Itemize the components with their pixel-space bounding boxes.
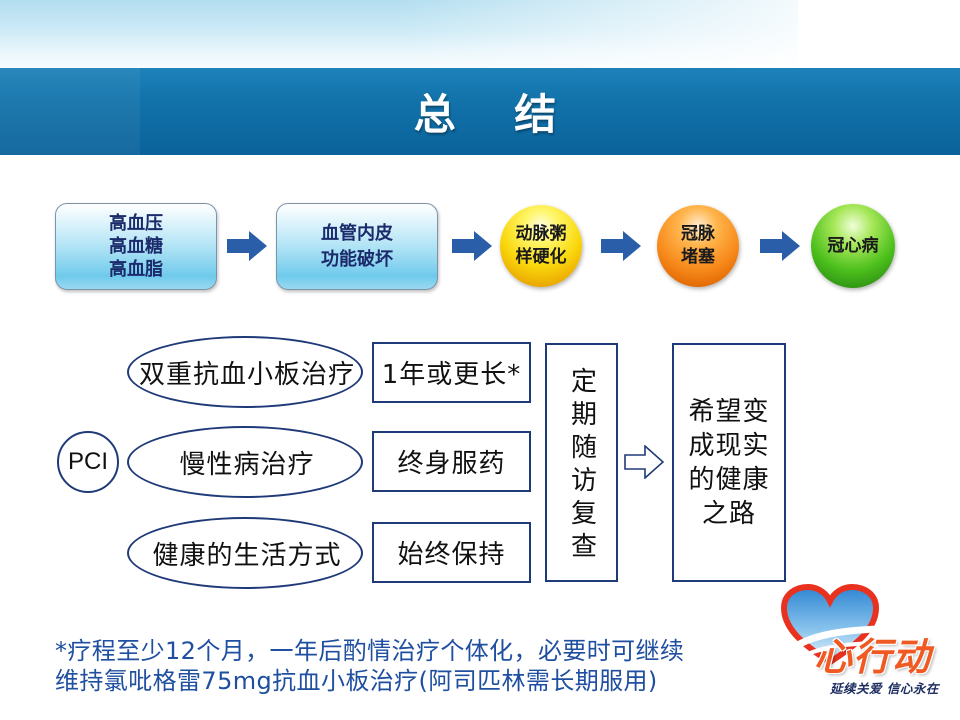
footnote-line: 维持氯吡格雷75mg抗血小板治疗(阿司匹林需长期服用) xyxy=(55,667,658,695)
flow-box-line: 高血压 xyxy=(109,213,163,234)
orb-coronary-blockage: 冠脉 堵塞 xyxy=(657,205,739,287)
flow-box-risk-factors: 高血压 高血糖 高血脂 xyxy=(55,203,217,290)
orb-coronary-heart-disease: 冠心病 xyxy=(811,204,895,288)
hollow-right-arrow-icon xyxy=(624,445,664,479)
treatment-ellipse-lifestyle: 健康的生活方式 xyxy=(127,517,363,589)
title-bar-accent xyxy=(0,68,140,155)
logo: 心行动 延续关爱 信心永在 xyxy=(770,582,950,702)
flow-box-line: 血管内皮 xyxy=(321,222,393,244)
right-arrow-icon xyxy=(601,231,641,261)
right-arrow-icon xyxy=(452,231,492,261)
treatment-ellipse-dual-antiplatelet: 双重抗血小板治疗 xyxy=(127,336,363,408)
header-gradient-band xyxy=(0,0,798,68)
orb-atherosclerosis: 动脉粥 样硬化 xyxy=(500,205,582,287)
right-arrow-icon xyxy=(760,231,800,261)
pci-circle: PCI xyxy=(57,431,119,493)
orb-line: 堵塞 xyxy=(681,247,715,267)
right-arrow-icon xyxy=(227,231,267,261)
goal-box: 希望变 成现实 的健康 之路 xyxy=(672,343,786,582)
footnote: *疗程至少12个月，一年后酌情治疗个体化，必要时可继续 维持氯吡格雷75mg抗血… xyxy=(55,636,735,696)
followup-label: 定期随访复查 xyxy=(566,367,597,565)
followup-box: 定期随访复查 xyxy=(545,343,618,582)
flow-box-endothelial-damage: 血管内皮 功能破坏 xyxy=(276,203,438,290)
goal-line: 希望变 xyxy=(688,396,770,427)
logo-slogan: 延续关爱 信心永在 xyxy=(830,681,939,696)
title-bar xyxy=(0,68,960,155)
duration-box-lifestyle: 始终保持 xyxy=(372,522,531,583)
treatment-ellipse-chronic-disease: 慢性病治疗 xyxy=(127,426,363,498)
duration-box-chronic-disease: 终身服药 xyxy=(372,431,531,492)
flow-box-line: 高血糖 xyxy=(109,236,163,257)
duration-box-dual-antiplatelet: 1年或更长* xyxy=(372,342,531,403)
footnote-line: *疗程至少12个月，一年后酌情治疗个体化，必要时可继续 xyxy=(55,637,685,665)
slide-title: 总 结 xyxy=(413,90,567,139)
orb-line: 动脉粥 xyxy=(515,224,567,244)
goal-line: 之路 xyxy=(701,498,756,529)
goal-line: 成现实 xyxy=(688,430,770,461)
flow-box-line: 功能破坏 xyxy=(321,248,393,270)
orb-line: 冠脉 xyxy=(681,224,715,244)
flow-box-line: 高血脂 xyxy=(109,259,163,280)
logo-name: 心行动 xyxy=(814,635,932,679)
heart-icon xyxy=(780,584,880,666)
goal-line: 的健康 xyxy=(688,464,770,495)
orb-line: 冠心病 xyxy=(827,235,879,256)
orb-line: 样硬化 xyxy=(515,247,567,267)
